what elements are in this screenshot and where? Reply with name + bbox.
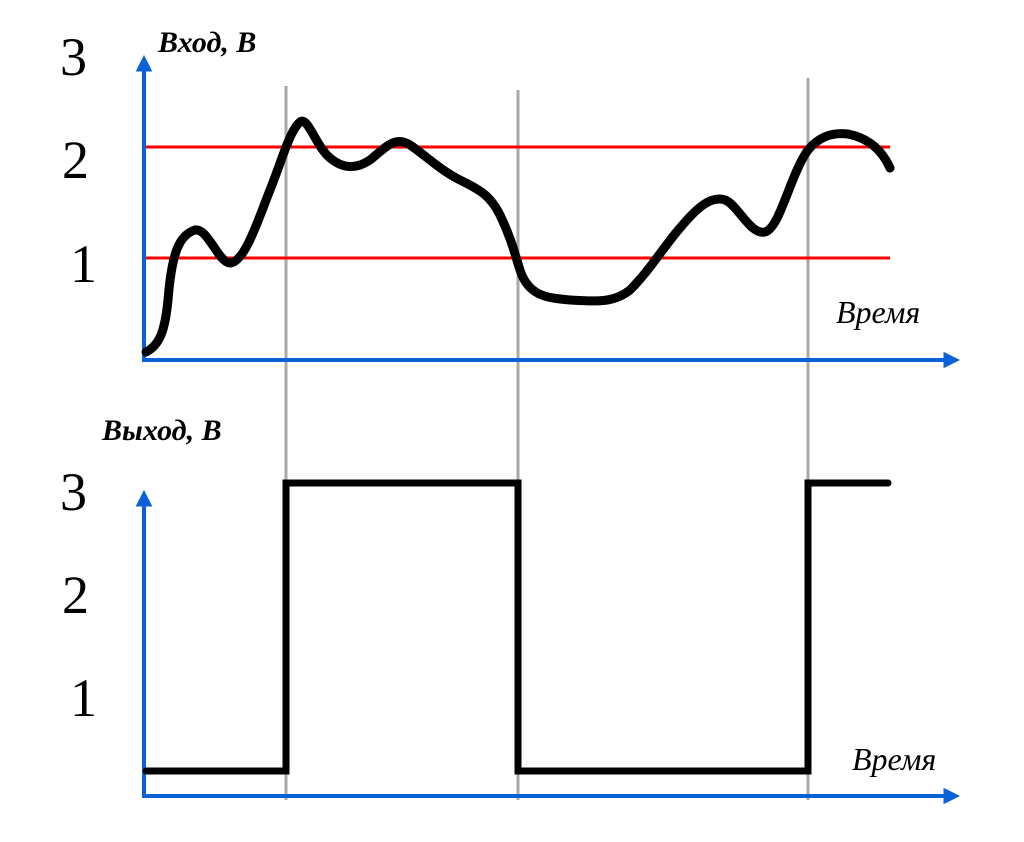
- input-tick-3: 3: [60, 27, 87, 87]
- output-tick-1: 1: [70, 668, 97, 728]
- output-tick-3: 3: [60, 462, 87, 522]
- input-tick-2: 2: [62, 130, 89, 190]
- input-chart: 3 2 1 Вход, В Время: [60, 26, 961, 800]
- input-x-axis-label: Время: [836, 294, 920, 330]
- output-tick-2: 2: [62, 565, 89, 625]
- output-chart: 3 2 1 Выход, В Время: [60, 414, 961, 805]
- input-y-axis-label: Вход, В: [157, 26, 256, 59]
- input-signal-curve: [141, 116, 895, 357]
- output-x-axis-label: Время: [852, 741, 936, 777]
- output-signal-wave: [142, 479, 892, 775]
- input-tick-1: 1: [70, 234, 97, 294]
- output-y-axis-label: Выход, В: [101, 414, 222, 447]
